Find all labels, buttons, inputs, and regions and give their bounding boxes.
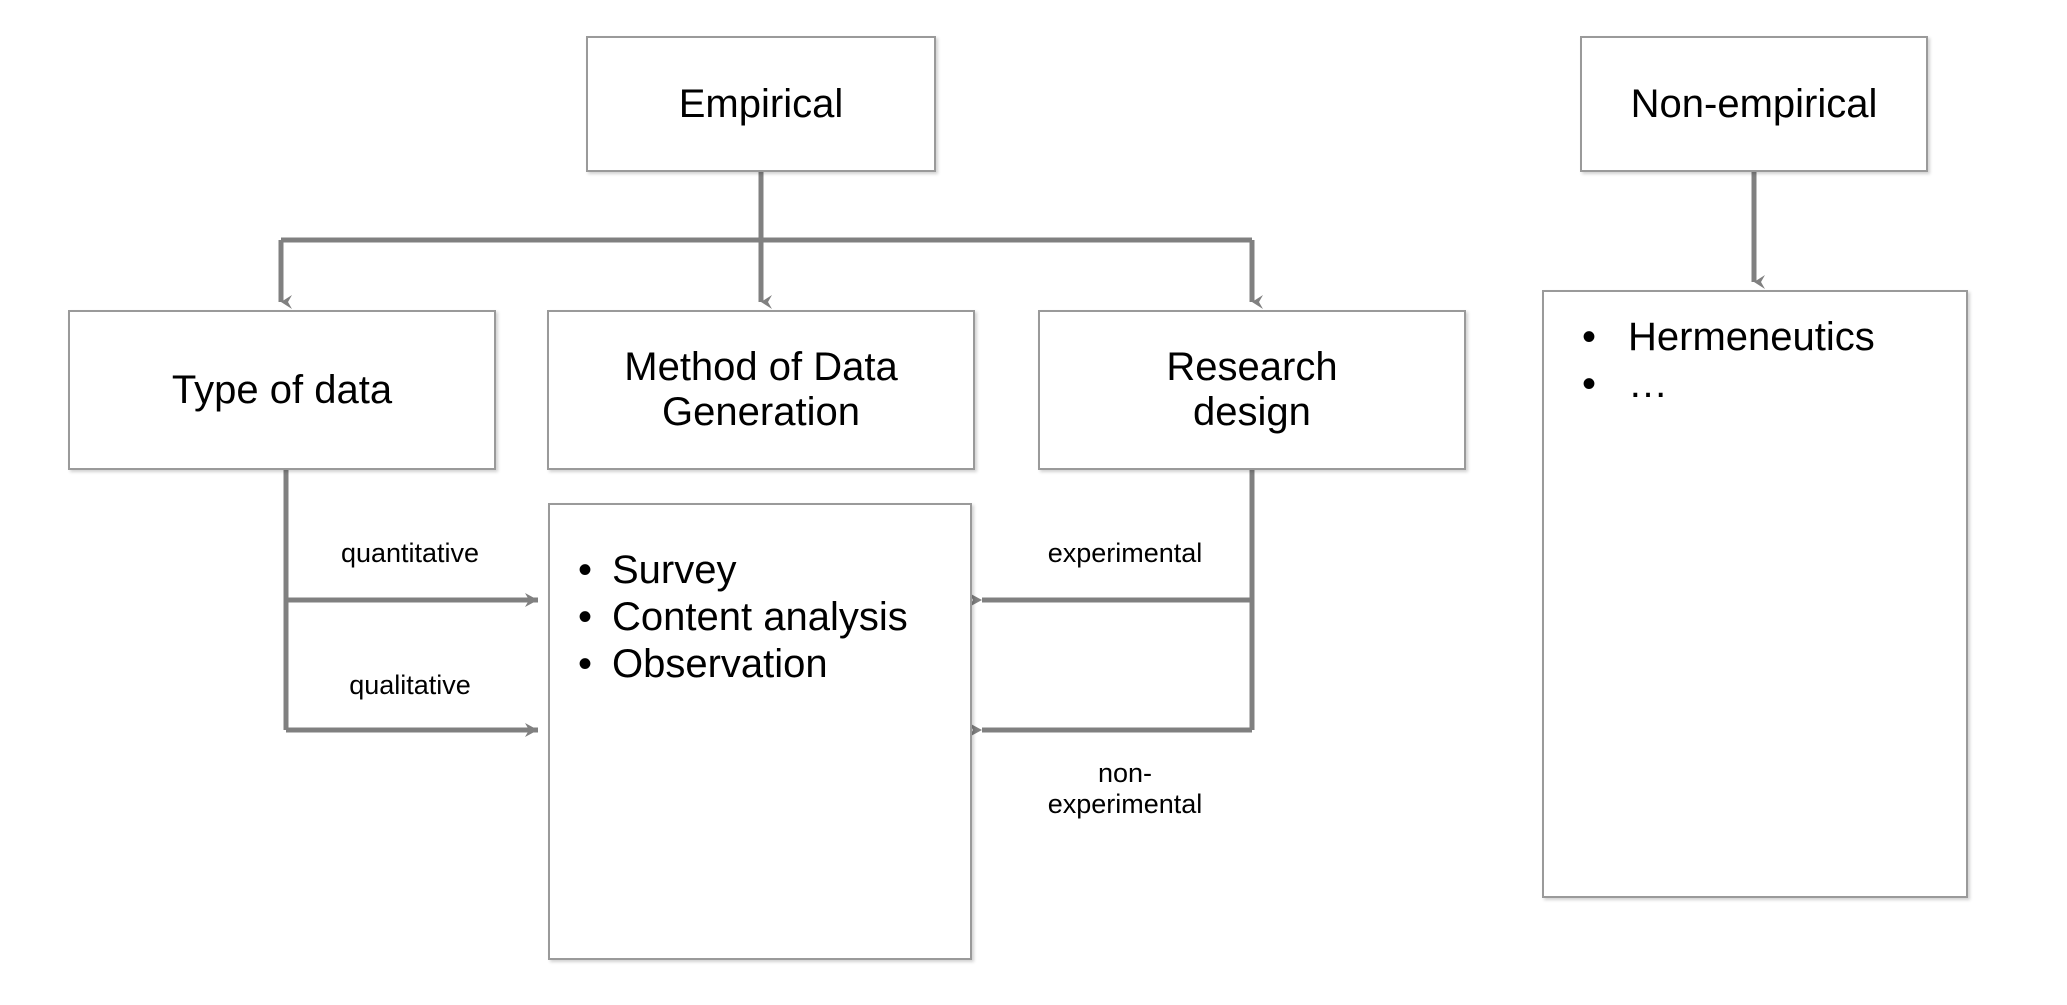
- node-non-empirical-label: Non-empirical: [1630, 81, 1878, 126]
- bullet-icon: •: [578, 595, 593, 640]
- node-research-design[interactable]: Research design: [1038, 310, 1466, 470]
- non-empirical-list: • Hermeneutics • …: [1572, 314, 1966, 408]
- bullet-icon: •: [578, 642, 593, 687]
- node-non-empirical[interactable]: Non-empirical: [1580, 36, 1928, 172]
- list-item-label: Hermeneutics: [1628, 315, 1875, 359]
- list-item: • Observation: [568, 641, 970, 688]
- edge-label-quantitative: quantitative: [340, 538, 480, 568]
- bullet-icon: •: [1582, 362, 1597, 407]
- bullet-icon: •: [578, 548, 593, 592]
- edge-label-qualitative: qualitative: [349, 670, 471, 700]
- node-type-of-data[interactable]: Type of data: [68, 310, 496, 470]
- methods-list: • Survey • Content analysis • Observatio…: [568, 547, 970, 689]
- edge-label-non-experimental: non- experimental: [1047, 758, 1203, 820]
- list-item: • Hermeneutics: [1572, 314, 1966, 361]
- list-item: • …: [1572, 361, 1966, 408]
- node-type-of-data-label: Type of data: [171, 367, 393, 412]
- node-research-design-label: Research design: [1166, 345, 1338, 434]
- edge-label-experimental: experimental: [1047, 538, 1203, 568]
- node-methods-list[interactable]: • Survey • Content analysis • Observatio…: [548, 503, 972, 960]
- node-method-of-data-generation-label: Method of Data Generation: [624, 345, 898, 434]
- list-item-label: Content analysis: [612, 595, 908, 640]
- list-item-label: Observation: [612, 642, 828, 687]
- node-non-empirical-list[interactable]: • Hermeneutics • …: [1542, 290, 1968, 898]
- list-item-label: Survey: [612, 548, 737, 592]
- node-empirical[interactable]: Empirical: [586, 36, 936, 172]
- list-item-label: …: [1628, 362, 1668, 407]
- bullet-icon: •: [1582, 315, 1597, 359]
- list-item: • Survey: [568, 547, 970, 594]
- node-empirical-label: Empirical: [678, 81, 844, 126]
- node-method-of-data-generation[interactable]: Method of Data Generation: [547, 310, 975, 470]
- list-item: • Content analysis: [568, 594, 970, 641]
